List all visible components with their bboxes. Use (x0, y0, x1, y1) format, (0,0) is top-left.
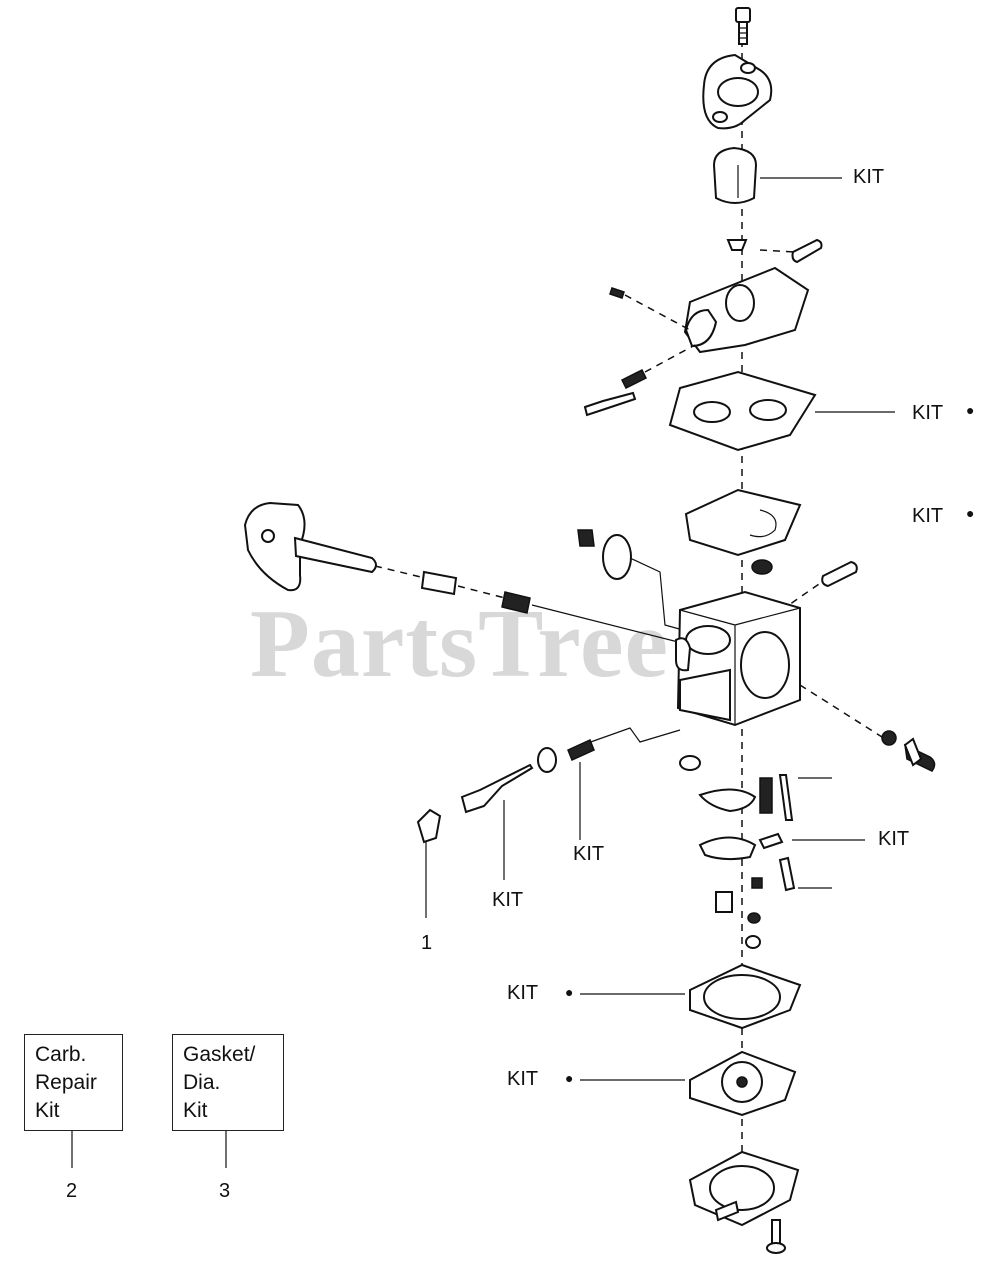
adjust-spring (620, 368, 648, 390)
choke-lever (243, 501, 377, 592)
kit-label-primer: KIT (853, 166, 885, 188)
box-line: Gasket/ (183, 1043, 256, 1066)
throttle-plate (602, 534, 632, 580)
valve-disc (679, 755, 701, 771)
kit-label-top-gasket: KIT (912, 402, 944, 424)
carb-repair-kit-box: Carb. Repair Kit (24, 1034, 123, 1131)
box-line: Dia. (183, 1071, 221, 1094)
limiter-cap (416, 808, 442, 844)
choke-spring (501, 591, 531, 614)
bottom-diaphragm (689, 1050, 797, 1117)
ref-number-3: 3 (219, 1180, 231, 1202)
bushing (420, 570, 458, 596)
washer (537, 747, 558, 773)
ref-number-2: 2 (66, 1180, 78, 1202)
top-screw (735, 7, 751, 45)
box-line: Carb. (35, 1043, 87, 1066)
plug (751, 559, 773, 575)
right-pin (821, 560, 858, 588)
ref-number-1: 1 (421, 932, 433, 954)
lever-plate (698, 836, 757, 861)
primer-bulb (712, 146, 758, 204)
check-valve (726, 239, 748, 251)
kit-label-bottom-gasket: KIT (507, 982, 539, 1004)
watermark: PartsTree (250, 590, 669, 698)
throttle-screw (577, 529, 595, 547)
pin (791, 238, 823, 264)
bottom-gasket (689, 963, 802, 1030)
kit-label-needle-group: KIT (878, 828, 910, 850)
top-diaphragm (684, 488, 802, 557)
pump-body (683, 266, 810, 354)
inlet-needle (778, 774, 794, 821)
lower-screw (715, 891, 733, 913)
box-line: Kit (183, 1099, 208, 1122)
needle (460, 763, 534, 814)
gasket-dia-kit-box: Gasket/ Dia. Kit (172, 1034, 284, 1131)
top-gasket (668, 370, 817, 452)
bullet-icon: ● (565, 984, 574, 1000)
lower-ring (745, 935, 762, 949)
kit-label-needle: KIT (492, 889, 524, 911)
bottom-cover (688, 1150, 800, 1227)
box-line: Kit (35, 1099, 60, 1122)
bullet-icon: ● (966, 402, 975, 418)
bullet-icon: ● (565, 1070, 574, 1086)
primer-cover (702, 53, 773, 130)
lower-dot (747, 912, 761, 924)
needle-spring (567, 738, 595, 762)
carburetor-body (675, 590, 801, 727)
metering-lever (698, 788, 757, 813)
kit-label-top-diaphragm: KIT (912, 505, 944, 527)
kit-label-spring: KIT (573, 843, 605, 865)
set-screw (609, 287, 625, 299)
o-ring (881, 730, 897, 746)
adjust-screw (583, 391, 637, 417)
bullet-icon: ● (966, 505, 975, 521)
lever-spring (759, 777, 773, 814)
kit-label-bottom-diaphragm: KIT (507, 1068, 539, 1090)
box-line: Repair (35, 1071, 97, 1094)
